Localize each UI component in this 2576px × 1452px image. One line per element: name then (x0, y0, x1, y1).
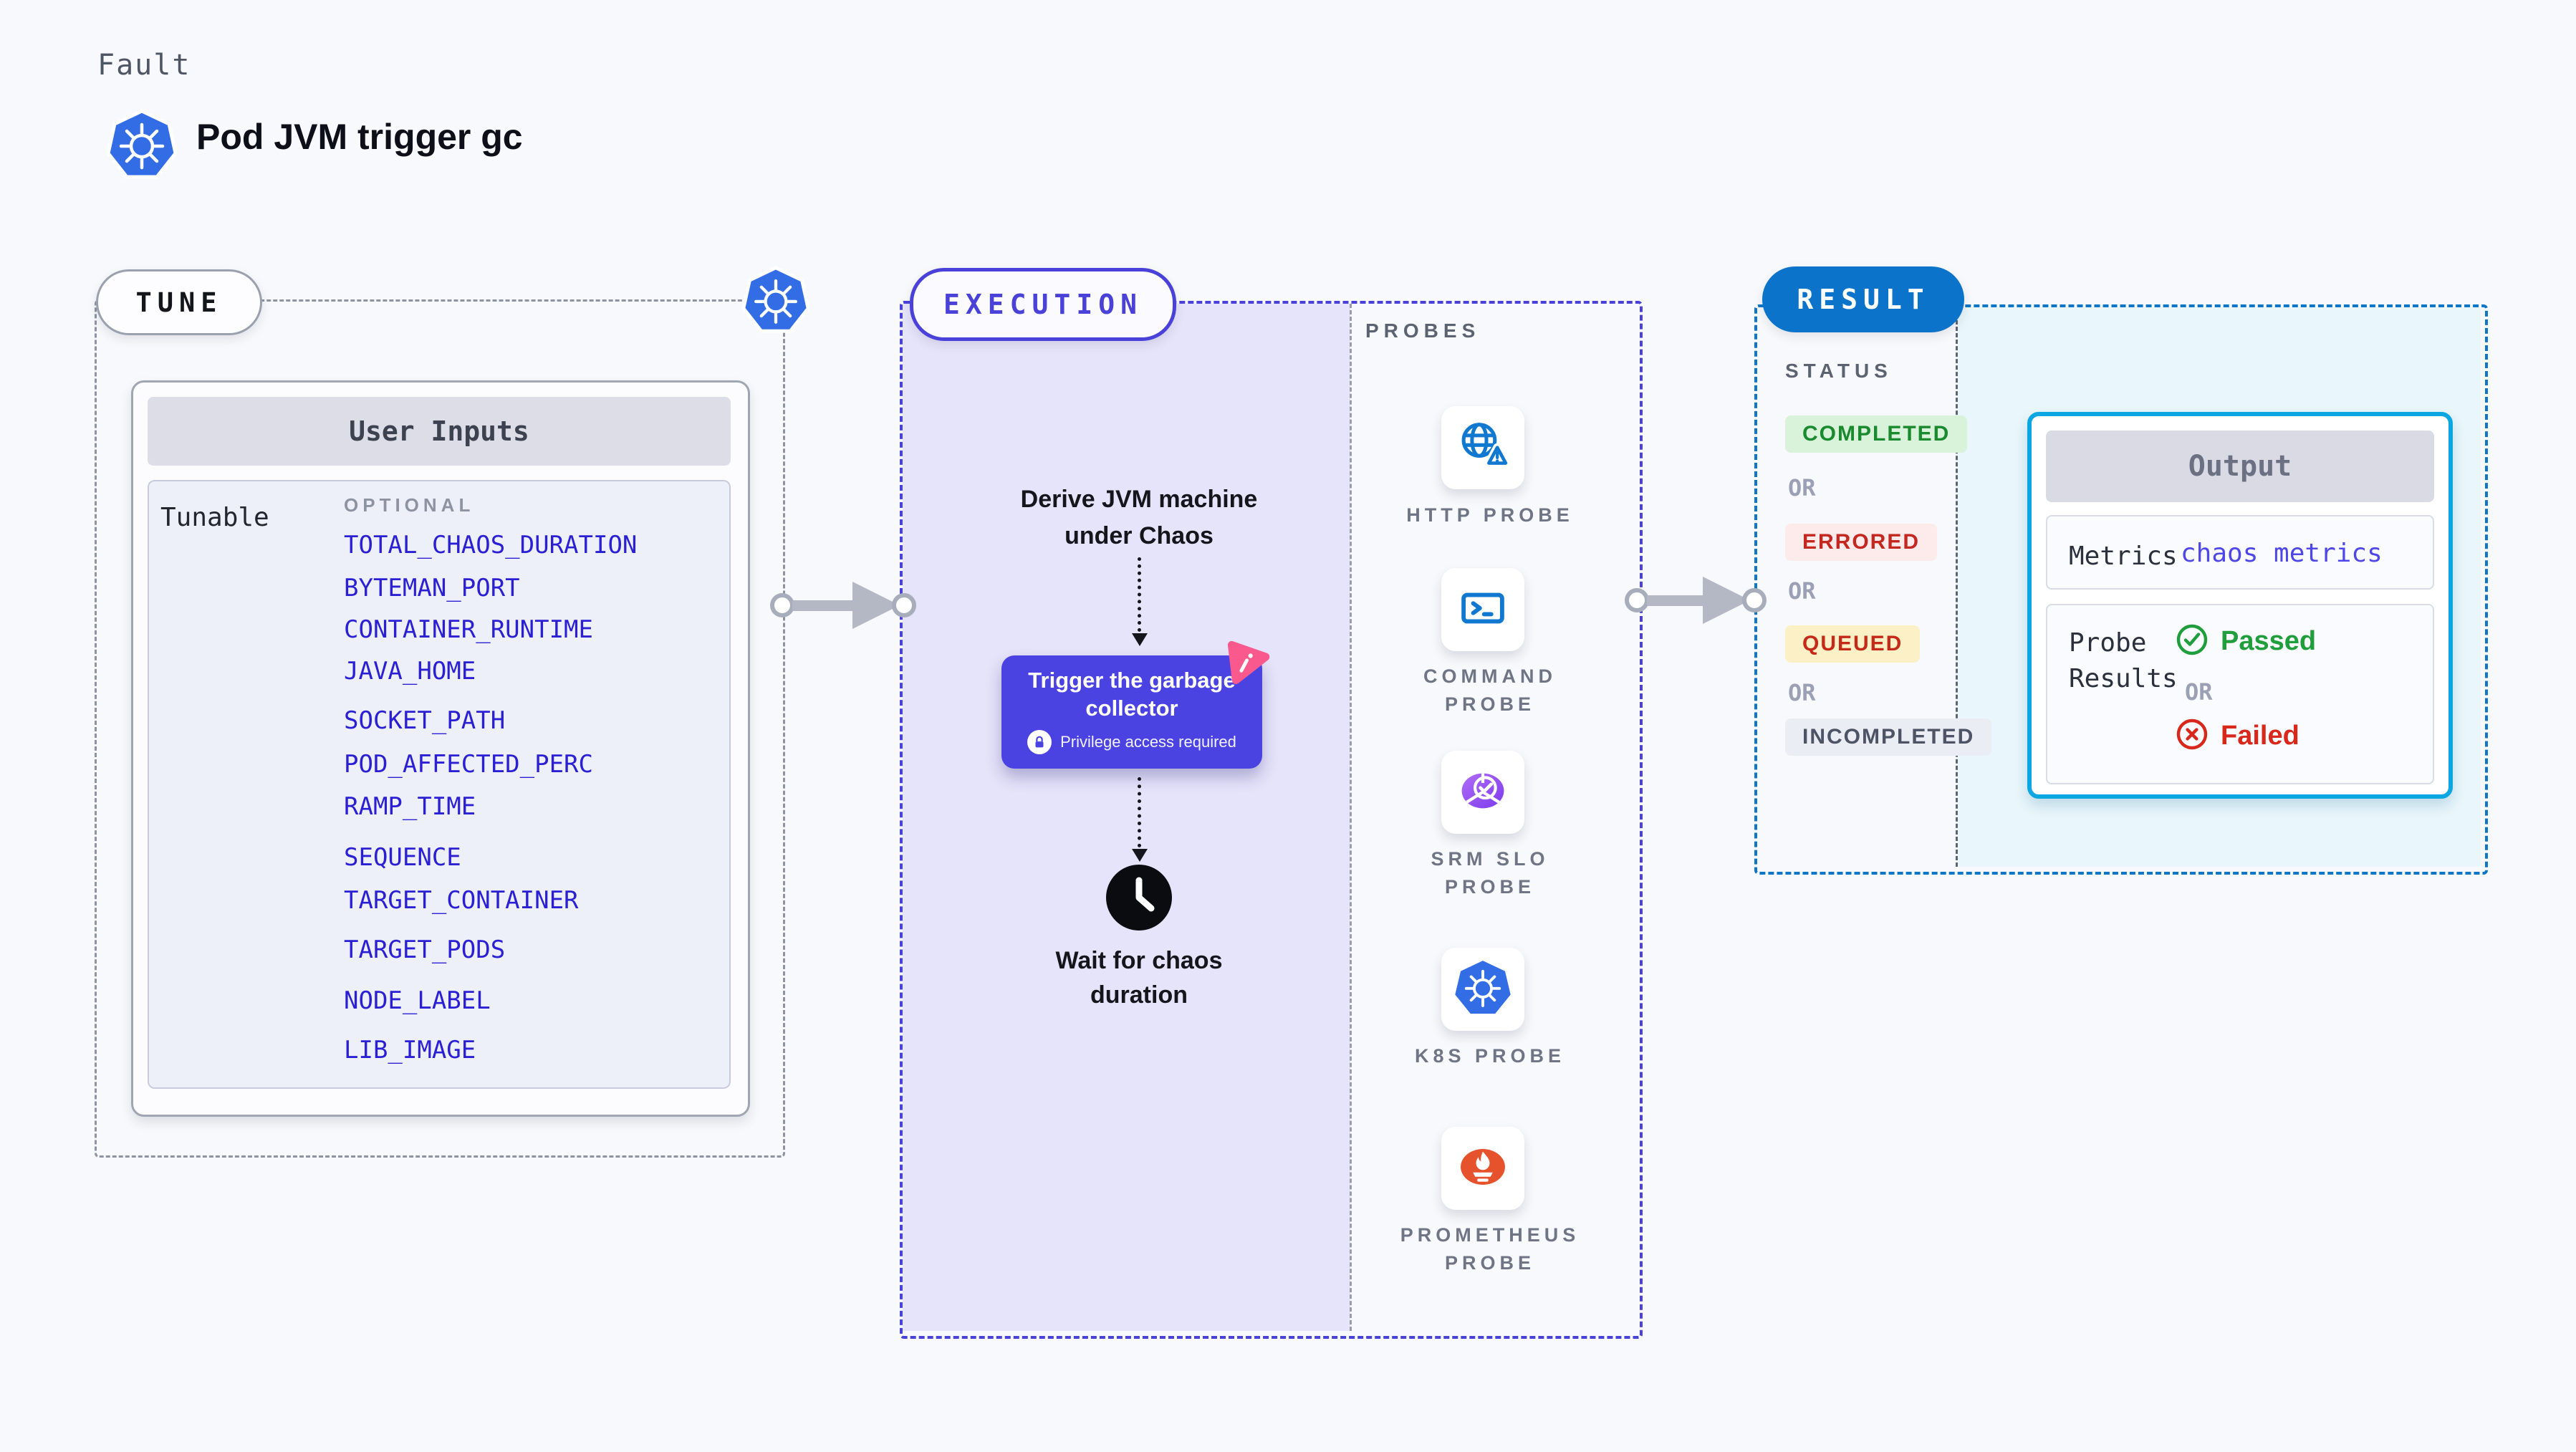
lock-icon (1027, 729, 1052, 754)
param-java-home[interactable]: JAVA_HOME (344, 657, 476, 686)
param-container-runtime[interactable]: CONTAINER_RUNTIME (344, 615, 593, 644)
wait-duration-text: Wait for chaos duration (1055, 947, 1223, 1009)
status-label: STATUS (1785, 360, 1893, 382)
param-target-container[interactable]: TARGET_CONTAINER (344, 886, 579, 915)
or-label: OR (1788, 679, 1816, 706)
dotted-connector (1138, 777, 1141, 847)
k8s-probe-card (1441, 948, 1524, 1031)
result-divider (1956, 307, 1958, 867)
probe-results-row: Probe Results Passed OR (2046, 604, 2434, 784)
derive-jvm-text: Derive JVM machine under Chaos (1020, 486, 1258, 549)
tune-section-box (95, 299, 785, 1158)
k8s-probe-label: K8S PROBE (1414, 1045, 1566, 1067)
tune-pill: TUNE (96, 269, 262, 335)
dotted-connector-arrowhead (1132, 633, 1148, 646)
kubernetes-icon (1452, 957, 1514, 1022)
param-byteman-port[interactable]: BYTEMAN_PORT (344, 574, 520, 602)
passed-result: Passed (2175, 622, 2316, 660)
globe-alert-icon (1453, 416, 1513, 480)
tunable-label: Tunable (160, 503, 269, 532)
passed-label: Passed (2221, 626, 2317, 656)
status-badge-queued: QUEUED (1785, 625, 1921, 663)
slo-pie-icon (1453, 761, 1513, 824)
failed-label: Failed (2221, 721, 2299, 751)
trigger-gc-node[interactable]: Trigger the garbage collector Privilege … (1001, 655, 1262, 769)
metrics-value[interactable]: chaos metrics (2181, 539, 2383, 568)
metrics-label: Metrics (2069, 542, 2178, 571)
http-probe-label: HTTP PROBE (1406, 504, 1574, 526)
param-sequence[interactable]: SEQUENCE (344, 843, 461, 872)
prometheus-probe-card (1441, 1127, 1524, 1210)
or-label: OR (1788, 577, 1816, 605)
user-inputs-header: User Inputs (148, 397, 731, 466)
param-total-chaos-duration[interactable]: TOTAL_CHAOS_DURATION (344, 531, 638, 559)
srm-slo-probe-card (1441, 751, 1524, 834)
tunable-panel: Tunable OPTIONAL TOTAL_CHAOS_DURATION BY… (148, 480, 731, 1089)
probe-results-label: Probe Results (2069, 628, 2178, 694)
failed-result: Failed (2175, 717, 2299, 755)
gc-node-title: Trigger the garbage collector (1028, 668, 1236, 721)
execution-area-fill (903, 304, 1350, 1331)
dotted-connector (1138, 557, 1141, 632)
metrics-row: Metrics chaos metrics (2046, 515, 2434, 590)
output-header: Output (2046, 431, 2434, 502)
privilege-badge-text: Privilege access required (1060, 732, 1236, 751)
chaos-corner-icon (1217, 633, 1274, 689)
srm-slo-probe-label: SRM SLO PROBE (1431, 848, 1549, 898)
page-title: Pod JVM trigger gc (196, 117, 523, 157)
flow-arrow (1647, 595, 1704, 606)
prometheus-probe-label: PROMETHEUS PROBE (1400, 1224, 1580, 1274)
execution-pill: EXECUTION (910, 268, 1176, 341)
output-card: Output Metrics chaos metrics Probe Resul… (2027, 412, 2453, 799)
or-label: OR (2185, 678, 2213, 706)
prometheus-icon (1452, 1136, 1514, 1201)
param-pod-affected-perc[interactable]: POD_AFFECTED_PERC (344, 750, 593, 779)
user-inputs-card: User Inputs Tunable OPTIONAL TOTAL_CHAOS… (131, 380, 750, 1117)
param-target-pods[interactable]: TARGET_PODS (344, 936, 506, 964)
probes-divider (1350, 304, 1352, 1331)
kubernetes-icon (106, 109, 178, 181)
command-probe-label: COMMAND PROBE (1423, 665, 1557, 716)
param-ramp-time[interactable]: RAMP_TIME (344, 792, 476, 821)
optional-label: OPTIONAL (344, 494, 475, 516)
status-badge-completed: COMPLETED (1785, 415, 1968, 453)
probes-label: PROBES (1365, 319, 1481, 342)
fault-eyebrow: Fault (97, 49, 191, 82)
status-badge-errored: ERRORED (1785, 524, 1938, 561)
connector-dot (892, 593, 916, 617)
param-lib-image[interactable]: LIB_IMAGE (344, 1036, 476, 1064)
clock-icon (1103, 862, 1175, 933)
command-probe-card (1441, 568, 1524, 651)
param-socket-path[interactable]: SOCKET_PATH (344, 706, 506, 735)
result-pill: RESULT (1762, 266, 1964, 332)
connector-dot (1625, 588, 1649, 612)
or-label: OR (1788, 474, 1816, 501)
kubernetes-icon (741, 266, 810, 335)
param-node-label[interactable]: NODE_LABEL (344, 986, 491, 1015)
connector-dot (1742, 588, 1767, 612)
status-badge-incompleted: INCOMPLETED (1785, 718, 1992, 756)
connector-dot (770, 593, 794, 617)
x-circle-icon (2175, 717, 2209, 755)
flow-arrow (792, 600, 854, 611)
execution-section-box (900, 301, 1643, 1339)
terminal-icon (1453, 578, 1513, 642)
http-probe-card (1441, 406, 1524, 489)
dotted-connector-arrowhead (1132, 849, 1148, 862)
check-circle-icon (2175, 622, 2209, 660)
